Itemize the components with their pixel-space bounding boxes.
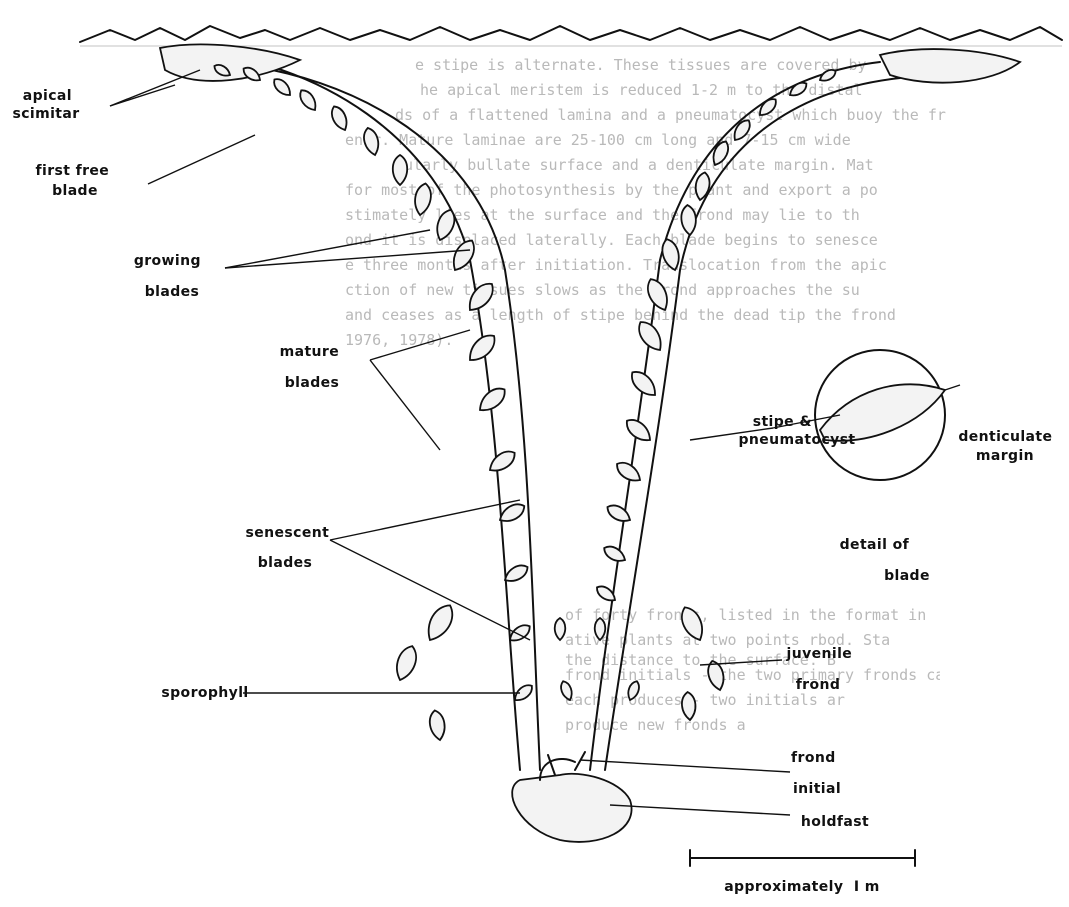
background-text-line: and ceases as a length of stipe behind t… — [345, 306, 896, 324]
kelp-blade — [604, 502, 633, 526]
background-text-line: each produces - two initials ar — [565, 691, 845, 709]
kelp-blade — [555, 618, 566, 640]
label-sporophyll: sporophyll — [161, 685, 248, 701]
background-text-line: e stipe is alternate. These tissues are … — [415, 56, 867, 74]
kelp-blade — [392, 643, 421, 683]
background-text-line: of forty fronds, listed in the format in — [565, 606, 926, 624]
background-text-line: ction of new tissues slows as the frond … — [345, 281, 860, 299]
label-holdfast: holdfast — [801, 814, 869, 830]
background-text-line: ds of a flattened lamina and a pneumatoc… — [395, 106, 946, 124]
background-text-line: ond it is displaced laterally. Each blad… — [345, 231, 878, 249]
label-senescent-blades: senescent blades — [246, 525, 335, 571]
kelp-blade — [422, 601, 459, 645]
kelp-blade — [297, 87, 320, 113]
kelp-blade — [627, 367, 660, 400]
background-text-line: ener. Mature laminae are 25-100 cm long … — [345, 131, 851, 149]
kelp-blade — [486, 447, 519, 476]
kelp-blade — [271, 76, 294, 99]
background-text-line: e three months after initiation. Translo… — [345, 256, 887, 274]
right-margin — [940, 590, 1069, 907]
kelp-blade — [428, 709, 447, 741]
label-denticulate-margin: denticulate margin — [958, 429, 1057, 464]
background-text-line: gularly bullate surface and a denticulat… — [395, 156, 874, 174]
label-scale-bar: approximately I m — [724, 879, 880, 895]
background-text-line: produce new fronds a — [565, 716, 746, 734]
label-mature-blades: mature blades — [280, 344, 345, 391]
kelp-blade — [601, 543, 628, 565]
kelp-blade — [595, 618, 606, 640]
sea-surface — [80, 26, 1062, 46]
label-detail-of-blade: detail of blade — [840, 537, 930, 584]
kelp-blade — [328, 104, 350, 133]
